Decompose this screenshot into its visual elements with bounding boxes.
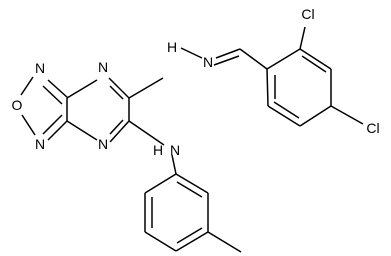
bond: [213, 55, 240, 66]
bond: [109, 120, 130, 143]
bond: [20, 76, 34, 96]
atom-labels: N O N N N H N N H Cl Cl: [12, 6, 380, 158]
bond: [128, 77, 164, 99]
bond: [42, 114, 63, 135]
bond: [47, 120, 68, 141]
bond: [207, 231, 242, 253]
atom-label-amine-h: H: [153, 142, 163, 158]
bond: [176, 227, 203, 244]
bond: [21, 114, 36, 136]
atom-label-imine-n: N: [203, 54, 213, 70]
bond: [108, 77, 130, 99]
bond: [267, 105, 301, 127]
bond: [128, 120, 165, 146]
bonds: [20, 26, 364, 253]
atom-label-cl-para: Cl: [366, 120, 379, 136]
bond: [42, 85, 63, 105]
atom-label-n-furazan-top: N: [35, 60, 45, 76]
bond: [301, 55, 327, 73]
atom-label-hydrazone-h: H: [167, 39, 177, 55]
atom-label-cl-ortho: Cl: [301, 6, 314, 22]
atom-label-n-pyrazine-bottom: N: [98, 136, 108, 152]
bond: [266, 68, 269, 107]
bond: [273, 101, 300, 119]
bond: [66, 120, 98, 141]
bond: [47, 79, 69, 99]
bond: [176, 181, 203, 198]
bond: [266, 48, 301, 70]
bond: [175, 173, 209, 194]
bond: [144, 173, 177, 194]
bond: [66, 79, 98, 99]
bond: [175, 231, 209, 252]
atom-label-n-furazan-bottom: N: [35, 136, 45, 152]
bond: [239, 48, 268, 70]
bond: [171, 154, 177, 175]
bond: [299, 105, 332, 127]
bond: [215, 48, 241, 59]
bond: [109, 119, 124, 135]
bond: [299, 26, 306, 50]
bond: [180, 47, 203, 59]
bond: [109, 85, 124, 100]
bond: [299, 48, 332, 70]
atom-label-o-furazan: O: [12, 97, 23, 113]
bond: [330, 105, 364, 125]
bond: [144, 231, 177, 252]
atom-label-n-pyrazine-top: N: [98, 59, 108, 75]
atom-label-amine-n: N: [170, 142, 180, 158]
